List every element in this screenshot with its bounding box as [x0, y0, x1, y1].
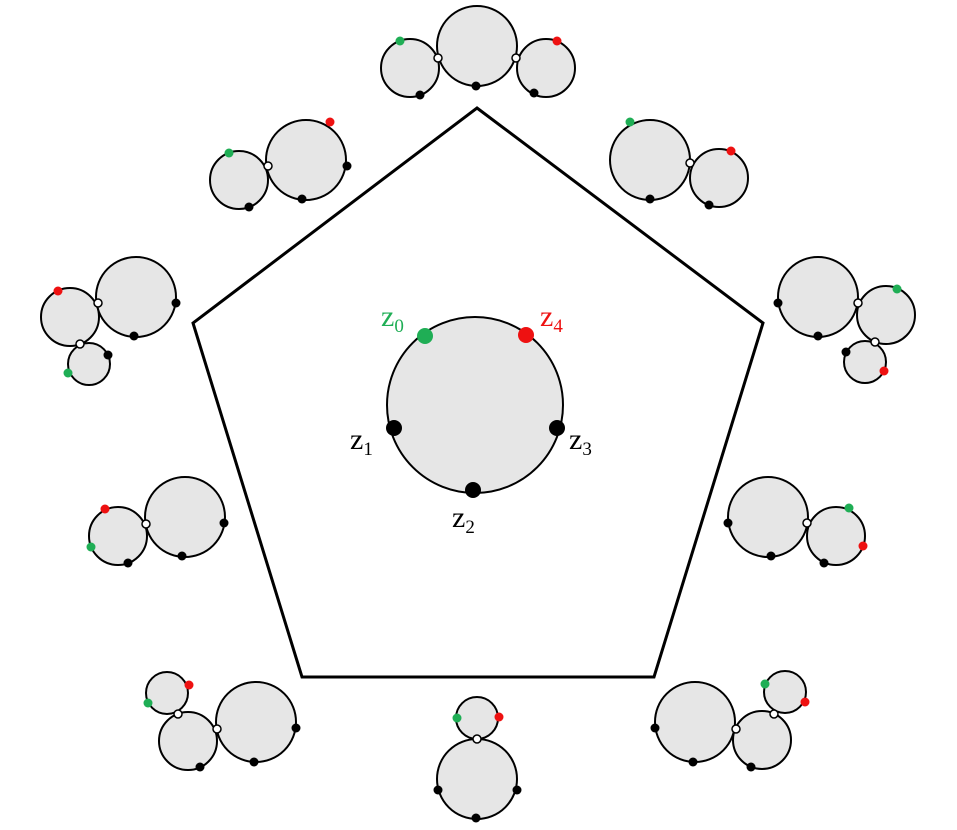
bubble-config-left-middle	[86, 476, 229, 568]
bubble-config-right-upper	[773, 256, 916, 384]
marked-point-z1	[386, 420, 402, 436]
bubble-config-upper-right	[609, 117, 749, 210]
marked-point-z0	[417, 328, 433, 344]
bubble-config-upper-left	[209, 117, 352, 212]
central-disk-group: z0 z4 z1 z2 z3	[350, 300, 592, 538]
label-z3: z3	[569, 423, 592, 460]
bubble-config-bottom-left	[143, 671, 301, 772]
bubble-config-top	[380, 5, 576, 100]
label-z1: z1	[350, 423, 373, 460]
label-z0: z0	[381, 300, 404, 337]
label-z2: z2	[452, 501, 475, 538]
bubble-config-right-middle	[723, 476, 868, 568]
label-z4: z4	[540, 300, 563, 337]
marked-point-z3	[549, 420, 565, 436]
central-disk	[386, 316, 564, 494]
bubble-config-left-upper	[40, 256, 181, 386]
pentagon	[191, 106, 765, 679]
bubble-config-bottom	[433, 696, 522, 823]
marked-point-z4	[518, 327, 534, 343]
marked-point-z2	[465, 482, 481, 498]
bubble-config-bottom-right	[650, 670, 810, 772]
